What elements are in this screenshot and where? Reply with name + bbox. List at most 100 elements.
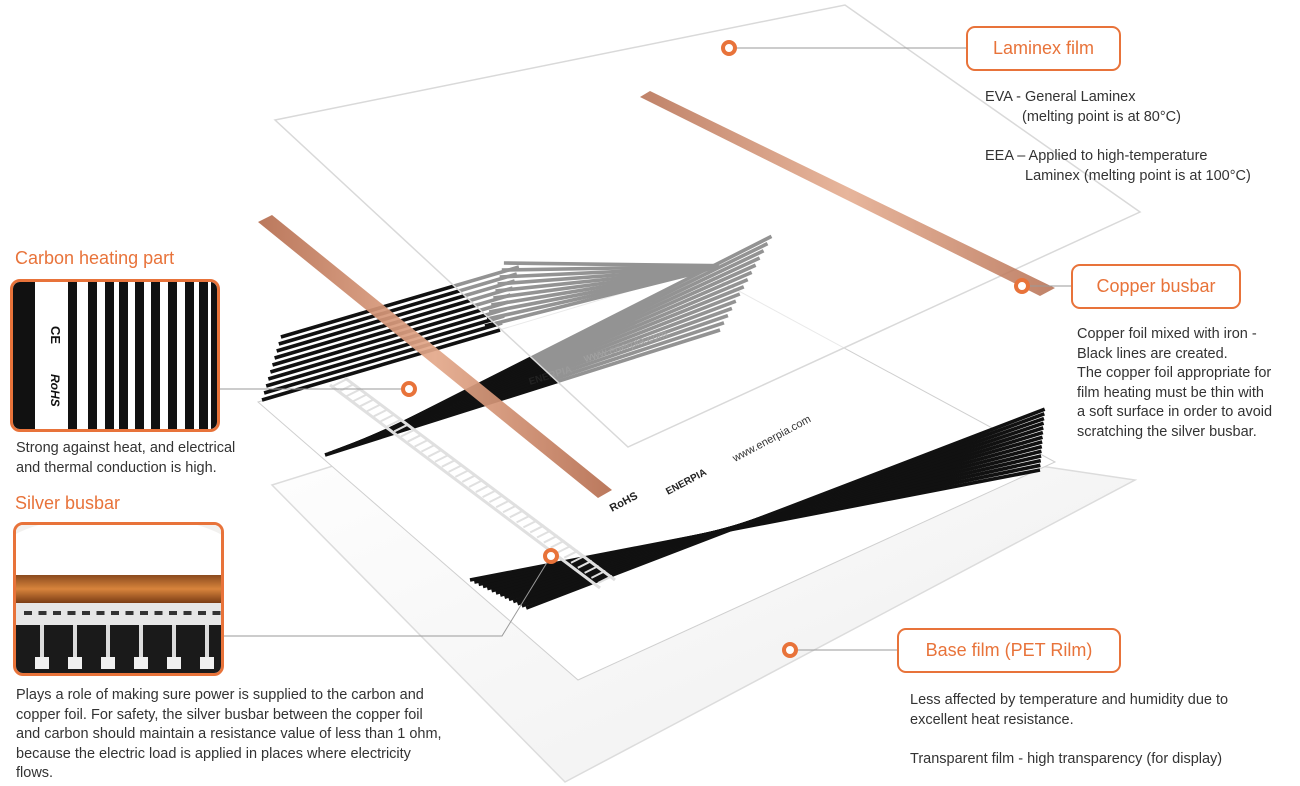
ladder-rung	[509, 509, 525, 519]
ladder-rung	[414, 438, 430, 448]
ladder-rung	[502, 504, 518, 514]
ladder-rung	[482, 489, 498, 498]
copper-busbar-strip-upper	[640, 91, 1055, 296]
silver-dash	[125, 611, 134, 615]
ladder-rung	[352, 393, 368, 403]
carbon-stripe	[269, 300, 509, 374]
silver-dash	[82, 611, 90, 615]
ladder-rung	[332, 378, 348, 387]
thumb-stripe	[199, 282, 208, 429]
marker-dots	[401, 40, 1030, 658]
silver-foot	[134, 657, 148, 669]
silver-dash	[111, 611, 119, 615]
copper-line-6: scratching the silver busbar.	[1077, 423, 1257, 440]
silver-dash	[67, 611, 76, 615]
ladder-rung	[427, 448, 443, 458]
ladder-rung	[359, 398, 375, 408]
silver-foot	[167, 657, 181, 669]
carbon-stripe	[525, 407, 1046, 610]
copper-line-2: Black lines are created.	[1077, 345, 1228, 362]
silver-leg	[106, 625, 110, 659]
leader-lines	[220, 47, 1072, 651]
ladder-rung	[556, 544, 572, 554]
carbon-line-2: and thermal conduction is high.	[16, 459, 217, 476]
laminex-eva-line1: EVA - General Laminex	[985, 89, 1136, 105]
base-marker-dot	[782, 642, 798, 658]
ladder-rung	[597, 575, 613, 584]
silver-line-5: flows.	[16, 765, 54, 781]
silver-dash	[183, 611, 192, 615]
silver-line-2: copper foil. For safety, the silver busb…	[16, 706, 423, 723]
copper-line-4: film heating must be thin with	[1077, 384, 1264, 401]
silver-leg	[205, 625, 209, 659]
copper-label: Copper busbar	[1096, 276, 1216, 296]
copper-marker-dot	[1014, 278, 1030, 294]
ladder-rung	[366, 403, 382, 413]
copper-busbar-strip-lower	[258, 215, 612, 498]
ladder-rung	[584, 564, 600, 574]
laminex-film-sheet	[273, 4, 1142, 448]
copper-line-1: Copper foil mixed with iron -	[1077, 326, 1257, 342]
laminex-marker-dot	[721, 40, 737, 56]
carbon-stripe	[267, 307, 507, 381]
ladder-rung	[522, 519, 538, 529]
ladder-rung	[495, 499, 511, 509]
thumb-stripe	[211, 282, 217, 429]
silver-busbar-image	[16, 525, 221, 673]
silver-thumbnail	[13, 522, 224, 676]
laminex-description: EVA - General Laminex (melting point is …	[985, 88, 1251, 186]
ladder-rung	[550, 539, 566, 549]
base-label-box: Base film (PET Rilm)	[897, 628, 1121, 673]
silver-foot	[200, 657, 214, 669]
laminex-label: Laminex film	[992, 38, 1095, 58]
ladder-rung	[461, 474, 477, 483]
silver-leg	[73, 625, 77, 659]
silver-dash	[154, 611, 163, 615]
thumb-stripe	[88, 282, 97, 429]
laminex-label-box: Laminex film	[966, 26, 1121, 71]
ladder-rung	[448, 463, 464, 473]
ladder-rung	[386, 418, 402, 428]
base-line-1: Less affected by temperature and humidit…	[910, 692, 1229, 708]
copper-label-box: Copper busbar	[1071, 264, 1241, 309]
ladder-rung	[516, 514, 532, 524]
base-description: Less affected by temperature and humidit…	[910, 691, 1228, 770]
ladder-rung	[434, 453, 450, 463]
thumb-stripe	[185, 282, 194, 429]
copper-line-3: The copper foil appropriate for	[1077, 365, 1272, 381]
laminex-eea-line2: Laminex (melting point is at 100°C)	[1025, 167, 1251, 184]
silver-marker-dot	[543, 548, 559, 564]
thumb-stripe	[119, 282, 128, 429]
ladder-rung	[563, 549, 579, 559]
silver-foot	[68, 657, 82, 669]
silver-title: Silver busbar	[15, 493, 121, 513]
base-label: Base film (PET Rilm)	[925, 640, 1093, 660]
ladder-rung	[420, 443, 436, 453]
silver-leg	[139, 625, 143, 659]
carbon-stripes-image: CE RoHS	[13, 282, 217, 429]
ladder-rung	[570, 554, 586, 564]
carbon-thumbnail: CE RoHS	[10, 279, 220, 432]
silver-dash	[212, 611, 221, 615]
carbon-description: Strong against heat, and electrical and …	[16, 439, 235, 478]
laminex-eva-line2: (melting point is at 80°C)	[1022, 108, 1181, 125]
thumb-stripe	[135, 282, 144, 429]
silver-dash	[198, 611, 206, 615]
thumb-rohs-mark: RoHS	[48, 374, 62, 407]
ladder-rung	[543, 534, 559, 544]
ladder-rung	[400, 428, 416, 438]
copper-line-5: a soft surface in order to avoid	[1077, 404, 1273, 420]
carbon-marker-dot	[401, 381, 417, 397]
carbon-stripe	[261, 328, 501, 402]
copper-description: Copper foil mixed with iron - Black line…	[1077, 325, 1272, 442]
silver-leg	[40, 625, 44, 659]
silver-dash	[53, 611, 61, 615]
silver-leg	[172, 625, 176, 659]
silver-dash	[24, 611, 32, 615]
thumb-stripe	[151, 282, 160, 429]
ladder-rung	[536, 529, 552, 539]
carbon-stripe	[263, 321, 503, 395]
ladder-rung	[577, 559, 593, 569]
carbon-stripe	[265, 314, 505, 388]
